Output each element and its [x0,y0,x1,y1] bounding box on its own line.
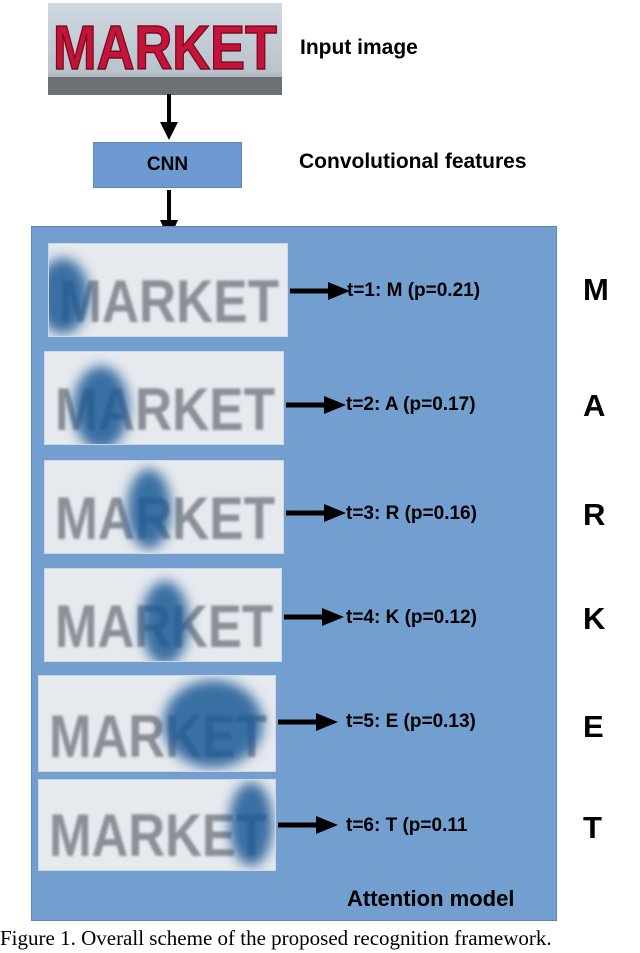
attention-map-3: MARKET [44,460,284,554]
predicted-letter-4: K [583,601,606,636]
convolutional-features-label: Convolutional features [299,150,527,173]
input-label: Input image [300,36,418,59]
input-image: MARKET [48,3,282,95]
attention-highlight [229,782,273,866]
attention-model-title: Attention model [347,886,515,911]
arrow-right-icon [278,713,338,731]
predicted-letter-2: A [583,388,606,423]
step-label-3: t=3: R (p=0.16) [346,503,477,524]
attention-map-2: MARKET [44,351,284,445]
step-label-1: t=1: M (p=0.21) [347,280,481,301]
attention-highlight [127,469,171,549]
attention-map-1: MARKET [48,243,288,337]
attention-highlight [73,366,129,444]
step-label-6: t=6: T (p=0.11 [346,815,468,836]
cnn-label: CNN [146,154,189,175]
arrow-right-icon [290,282,350,300]
attention-highlight [49,258,89,334]
step-label-4: t=4: K (p=0.12) [346,607,477,628]
svg-text:MARKET: MARKET [59,268,279,335]
input-word: MARKET [53,14,277,83]
predicted-letter-5: E [583,709,604,744]
predicted-letter-1: M [583,272,609,307]
attention-highlight [163,680,263,768]
step-label-2: t=2: A (p=0.17) [346,394,476,415]
arrow-right-icon [286,504,346,522]
step-label-5: t=5: E (p=0.13) [346,711,476,732]
figure-caption: Figure 1. Overall scheme of the proposed… [0,926,552,950]
arrow-input-to-cnn [160,94,178,140]
cnn-block: CNN [93,142,242,188]
arrow-right-icon [286,396,346,414]
attention-map-5: MARKET [38,675,276,772]
attention-map-6: MARKET [38,779,276,871]
attention-map-4: MARKET [44,568,282,662]
attention-highlight [141,581,189,661]
arrow-right-icon [284,608,344,626]
arrow-right-icon [278,816,338,834]
predicted-letter-3: R [583,497,606,532]
predicted-letter-6: T [583,810,602,845]
